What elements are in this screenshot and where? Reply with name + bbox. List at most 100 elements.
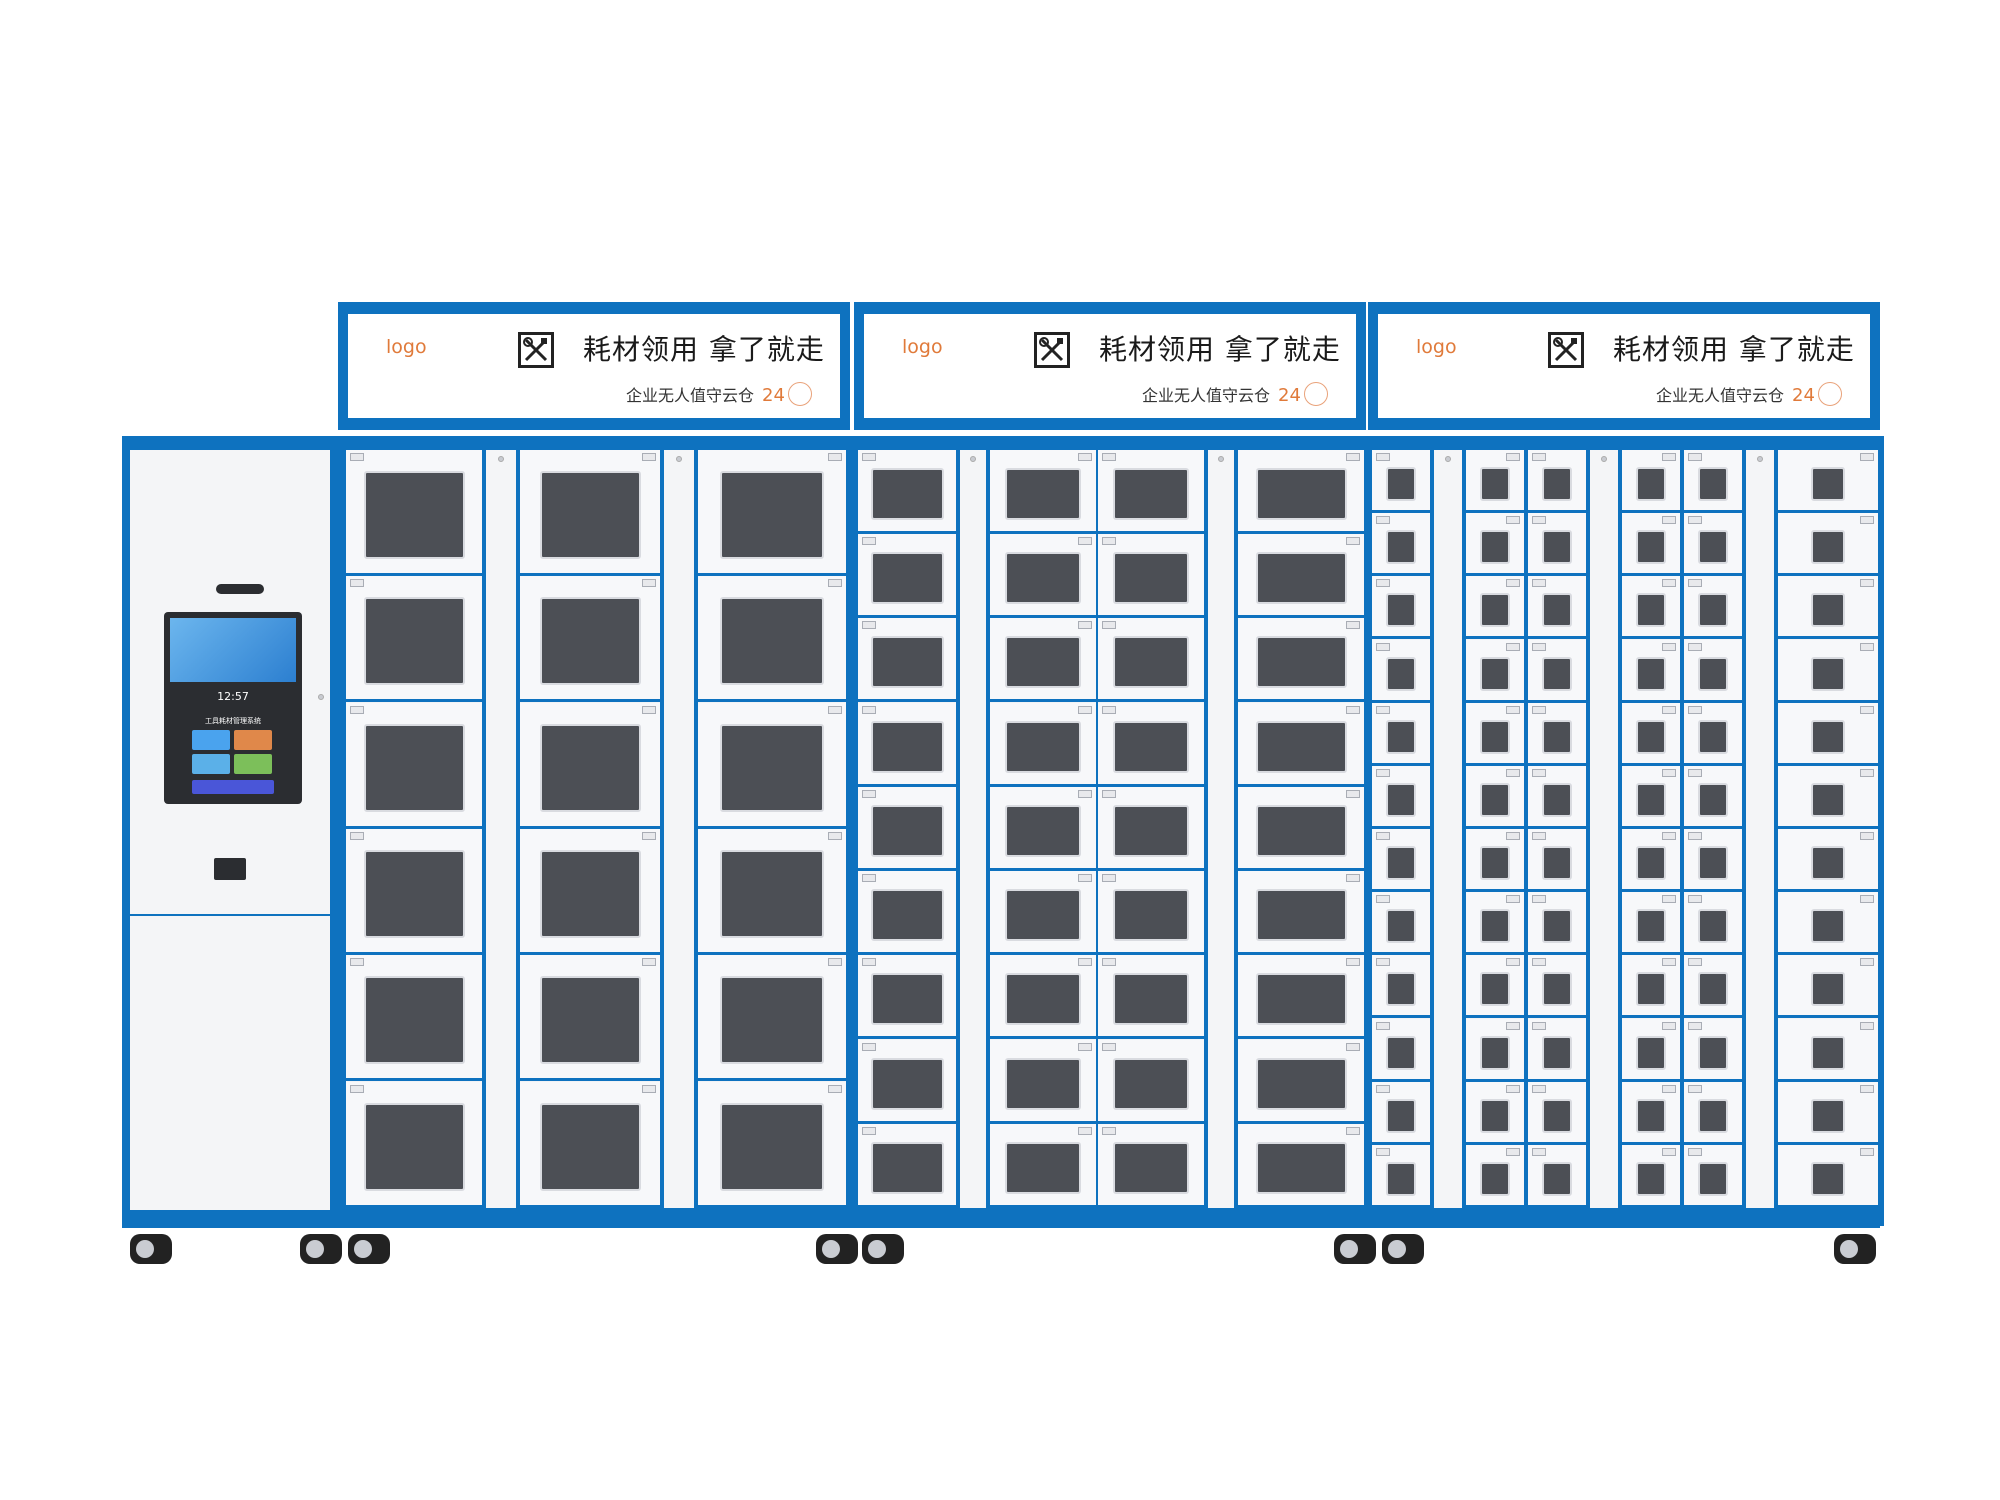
locker-section: [338, 436, 854, 1226]
locker-window: [1698, 657, 1728, 691]
locker-door: [1778, 450, 1878, 513]
locker-door: [1622, 766, 1680, 829]
locker-window: [1005, 468, 1081, 520]
locker-door: [1238, 534, 1364, 618]
locker-door: [1098, 871, 1204, 955]
locker-window: [540, 471, 641, 559]
door-number-tag: [1102, 706, 1116, 714]
door-number-tag: [1346, 621, 1360, 629]
locker-window: [364, 724, 465, 812]
locker-door: [698, 576, 846, 702]
locker-window: [1480, 1162, 1510, 1196]
locker-window: [1386, 657, 1416, 691]
door-number-tag: [1532, 579, 1546, 587]
subtitle-number: 24: [1792, 385, 1815, 406]
locker-door: [1778, 1082, 1878, 1145]
door-number-tag: [1860, 579, 1874, 587]
locker-door: [1622, 892, 1680, 955]
keyhole-icon: [1218, 456, 1224, 462]
locker-door: [1684, 1019, 1742, 1082]
locker-door: [346, 955, 482, 1081]
door-number-tag: [1860, 453, 1874, 461]
door-number-tag: [1102, 1043, 1116, 1051]
door-number-tag: [1506, 706, 1520, 714]
wheel-icon: [130, 1234, 172, 1264]
door-number-tag: [1102, 874, 1116, 882]
door-number-tag: [1688, 958, 1702, 966]
door-number-tag: [862, 874, 876, 882]
locker-door: [1466, 1082, 1524, 1145]
door-number-tag: [1346, 453, 1360, 461]
locker-window: [1113, 552, 1189, 604]
divider-strip: [1434, 450, 1462, 1208]
door-number-tag: [1078, 790, 1092, 798]
locker-door: [1528, 766, 1586, 829]
locker-window: [1113, 721, 1189, 773]
subtitle-number: 24: [1278, 385, 1301, 406]
locker-window: [720, 850, 824, 938]
door-number-tag: [1102, 537, 1116, 545]
locker-door: [1098, 955, 1204, 1039]
locker-window: [1542, 467, 1572, 501]
door-number-tag: [1532, 453, 1546, 461]
locker-window: [1698, 1099, 1728, 1133]
locker-door: [1622, 1082, 1680, 1145]
locker-column: [1238, 450, 1364, 1208]
locker-window: [1636, 1162, 1666, 1196]
locker-window: [1480, 1099, 1510, 1133]
locker-window: [1386, 530, 1416, 564]
locker-door: [1372, 766, 1430, 829]
locker-door: [1238, 450, 1364, 534]
door-number-tag: [1532, 958, 1546, 966]
door-number-tag: [1662, 895, 1676, 903]
locker-door: [1622, 955, 1680, 1018]
locker-door: [1466, 829, 1524, 892]
locker-window: [1811, 530, 1845, 564]
locker-door: [1372, 955, 1430, 1018]
locker-door: [1528, 1145, 1586, 1208]
locker-window: [1480, 657, 1510, 691]
locker-window: [540, 724, 641, 812]
door-number-tag: [1376, 895, 1390, 903]
tools-icon: [518, 332, 554, 368]
locker-window: [1386, 720, 1416, 754]
door-number-tag: [1376, 1085, 1390, 1093]
locker-window: [1480, 593, 1510, 627]
locker-column: [1778, 450, 1878, 1208]
locker-door: [1778, 640, 1878, 703]
locker-window: [1636, 467, 1666, 501]
slogan-text: 耗材领用 拿了就走: [1613, 333, 1855, 366]
locker-window: [364, 597, 465, 685]
door-number-tag: [1102, 958, 1116, 966]
locker-door: [1238, 787, 1364, 871]
door-number-tag: [1662, 516, 1676, 524]
locker-window: [1386, 846, 1416, 880]
screen-tile: [234, 754, 272, 774]
locker-door: [1684, 513, 1742, 576]
locker-window: [1542, 972, 1572, 1006]
door-number-tag: [1346, 1043, 1360, 1051]
door-number-tag: [1506, 579, 1520, 587]
locker-door: [990, 618, 1096, 702]
locker-window: [1636, 593, 1666, 627]
locker-window: [1698, 972, 1728, 1006]
locker-window: [1636, 530, 1666, 564]
locker-door: [346, 576, 482, 702]
locker-door: [1778, 703, 1878, 766]
locker-door: [698, 703, 846, 829]
door-number-tag: [1346, 706, 1360, 714]
door-number-tag: [1688, 516, 1702, 524]
wheel-hub: [868, 1240, 886, 1258]
door-number-tag: [1662, 1022, 1676, 1030]
door-number-tag: [1078, 1127, 1092, 1135]
locker-window: [1542, 909, 1572, 943]
locker-door: [858, 787, 956, 871]
locker-door: [346, 1082, 482, 1208]
door-number-tag: [350, 1085, 364, 1093]
locker-window: [1480, 909, 1510, 943]
